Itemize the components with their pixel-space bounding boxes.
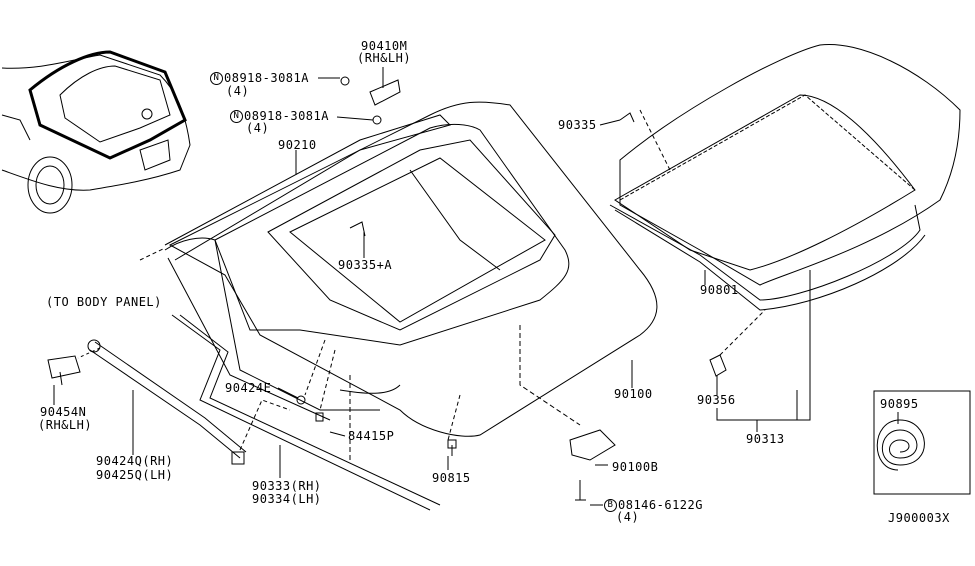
label-90333: 90333(RH): [252, 479, 322, 493]
n-symbol-icon: N: [210, 72, 223, 85]
seal-strip: [171, 314, 431, 511]
label-90895: 90895: [880, 397, 919, 411]
label-84415p: 84415P: [348, 429, 395, 443]
label-90801: 90801: [700, 283, 739, 297]
label-90424q: 90424Q(RH): [96, 454, 174, 468]
label-90100b: 90100B: [612, 460, 659, 474]
part-number: 08146-6122G: [618, 498, 703, 512]
bolt: [575, 480, 586, 501]
label-90210: 90210: [278, 138, 317, 152]
label-bolt-qty: (4): [616, 510, 640, 524]
clip-90424e: [296, 395, 306, 405]
label-90334: 90334(LH): [252, 492, 322, 506]
label-to-body-panel: (TO BODY PANEL): [46, 295, 162, 309]
nut-2: [372, 115, 382, 125]
gas-stay: [87, 339, 247, 465]
weatherstrip: [164, 114, 451, 261]
leader-lines: [53, 67, 899, 506]
ball-stud: [47, 355, 81, 386]
label-90100: 90100: [614, 387, 653, 401]
back-door-panel: [164, 101, 658, 437]
clip-84415p: [315, 412, 324, 422]
label-90454n-note: (RH&LH): [38, 418, 93, 432]
label-90335a: 90335+A: [338, 258, 393, 272]
n-symbol-icon: N: [230, 110, 243, 123]
tape-coil: [876, 419, 925, 471]
label-90454n: 90454N: [40, 405, 87, 419]
clip-90356: [709, 354, 727, 377]
label-90410m: 90410M: [361, 39, 408, 53]
label-nut-2-qty: (4): [246, 121, 270, 135]
tape-inset-box: [873, 390, 971, 495]
label-90356: 90356: [697, 393, 736, 407]
label-90815: 90815: [432, 471, 471, 485]
back-window-glass: [609, 43, 961, 311]
label-90313: 90313: [746, 432, 785, 446]
clip-90335: [619, 112, 635, 123]
label-90410m-note: (RH&LH): [357, 51, 412, 65]
part-number: 08918-3081A: [224, 71, 309, 85]
latch: [569, 429, 616, 461]
diagram-code: J900003X: [888, 511, 950, 525]
nut-1: [340, 76, 350, 86]
b-symbol-icon: B: [604, 499, 617, 512]
hinge: [369, 79, 401, 106]
clip-90335a: [349, 221, 366, 237]
label-90425q: 90425Q(LH): [96, 468, 174, 482]
part-number: 08918-3081A: [244, 109, 329, 123]
label-90424e: 90424E: [225, 381, 272, 395]
label-nut-1-qty: (4): [226, 84, 250, 98]
label-90335: 90335: [558, 118, 597, 132]
car-illustration: [1, 50, 191, 214]
